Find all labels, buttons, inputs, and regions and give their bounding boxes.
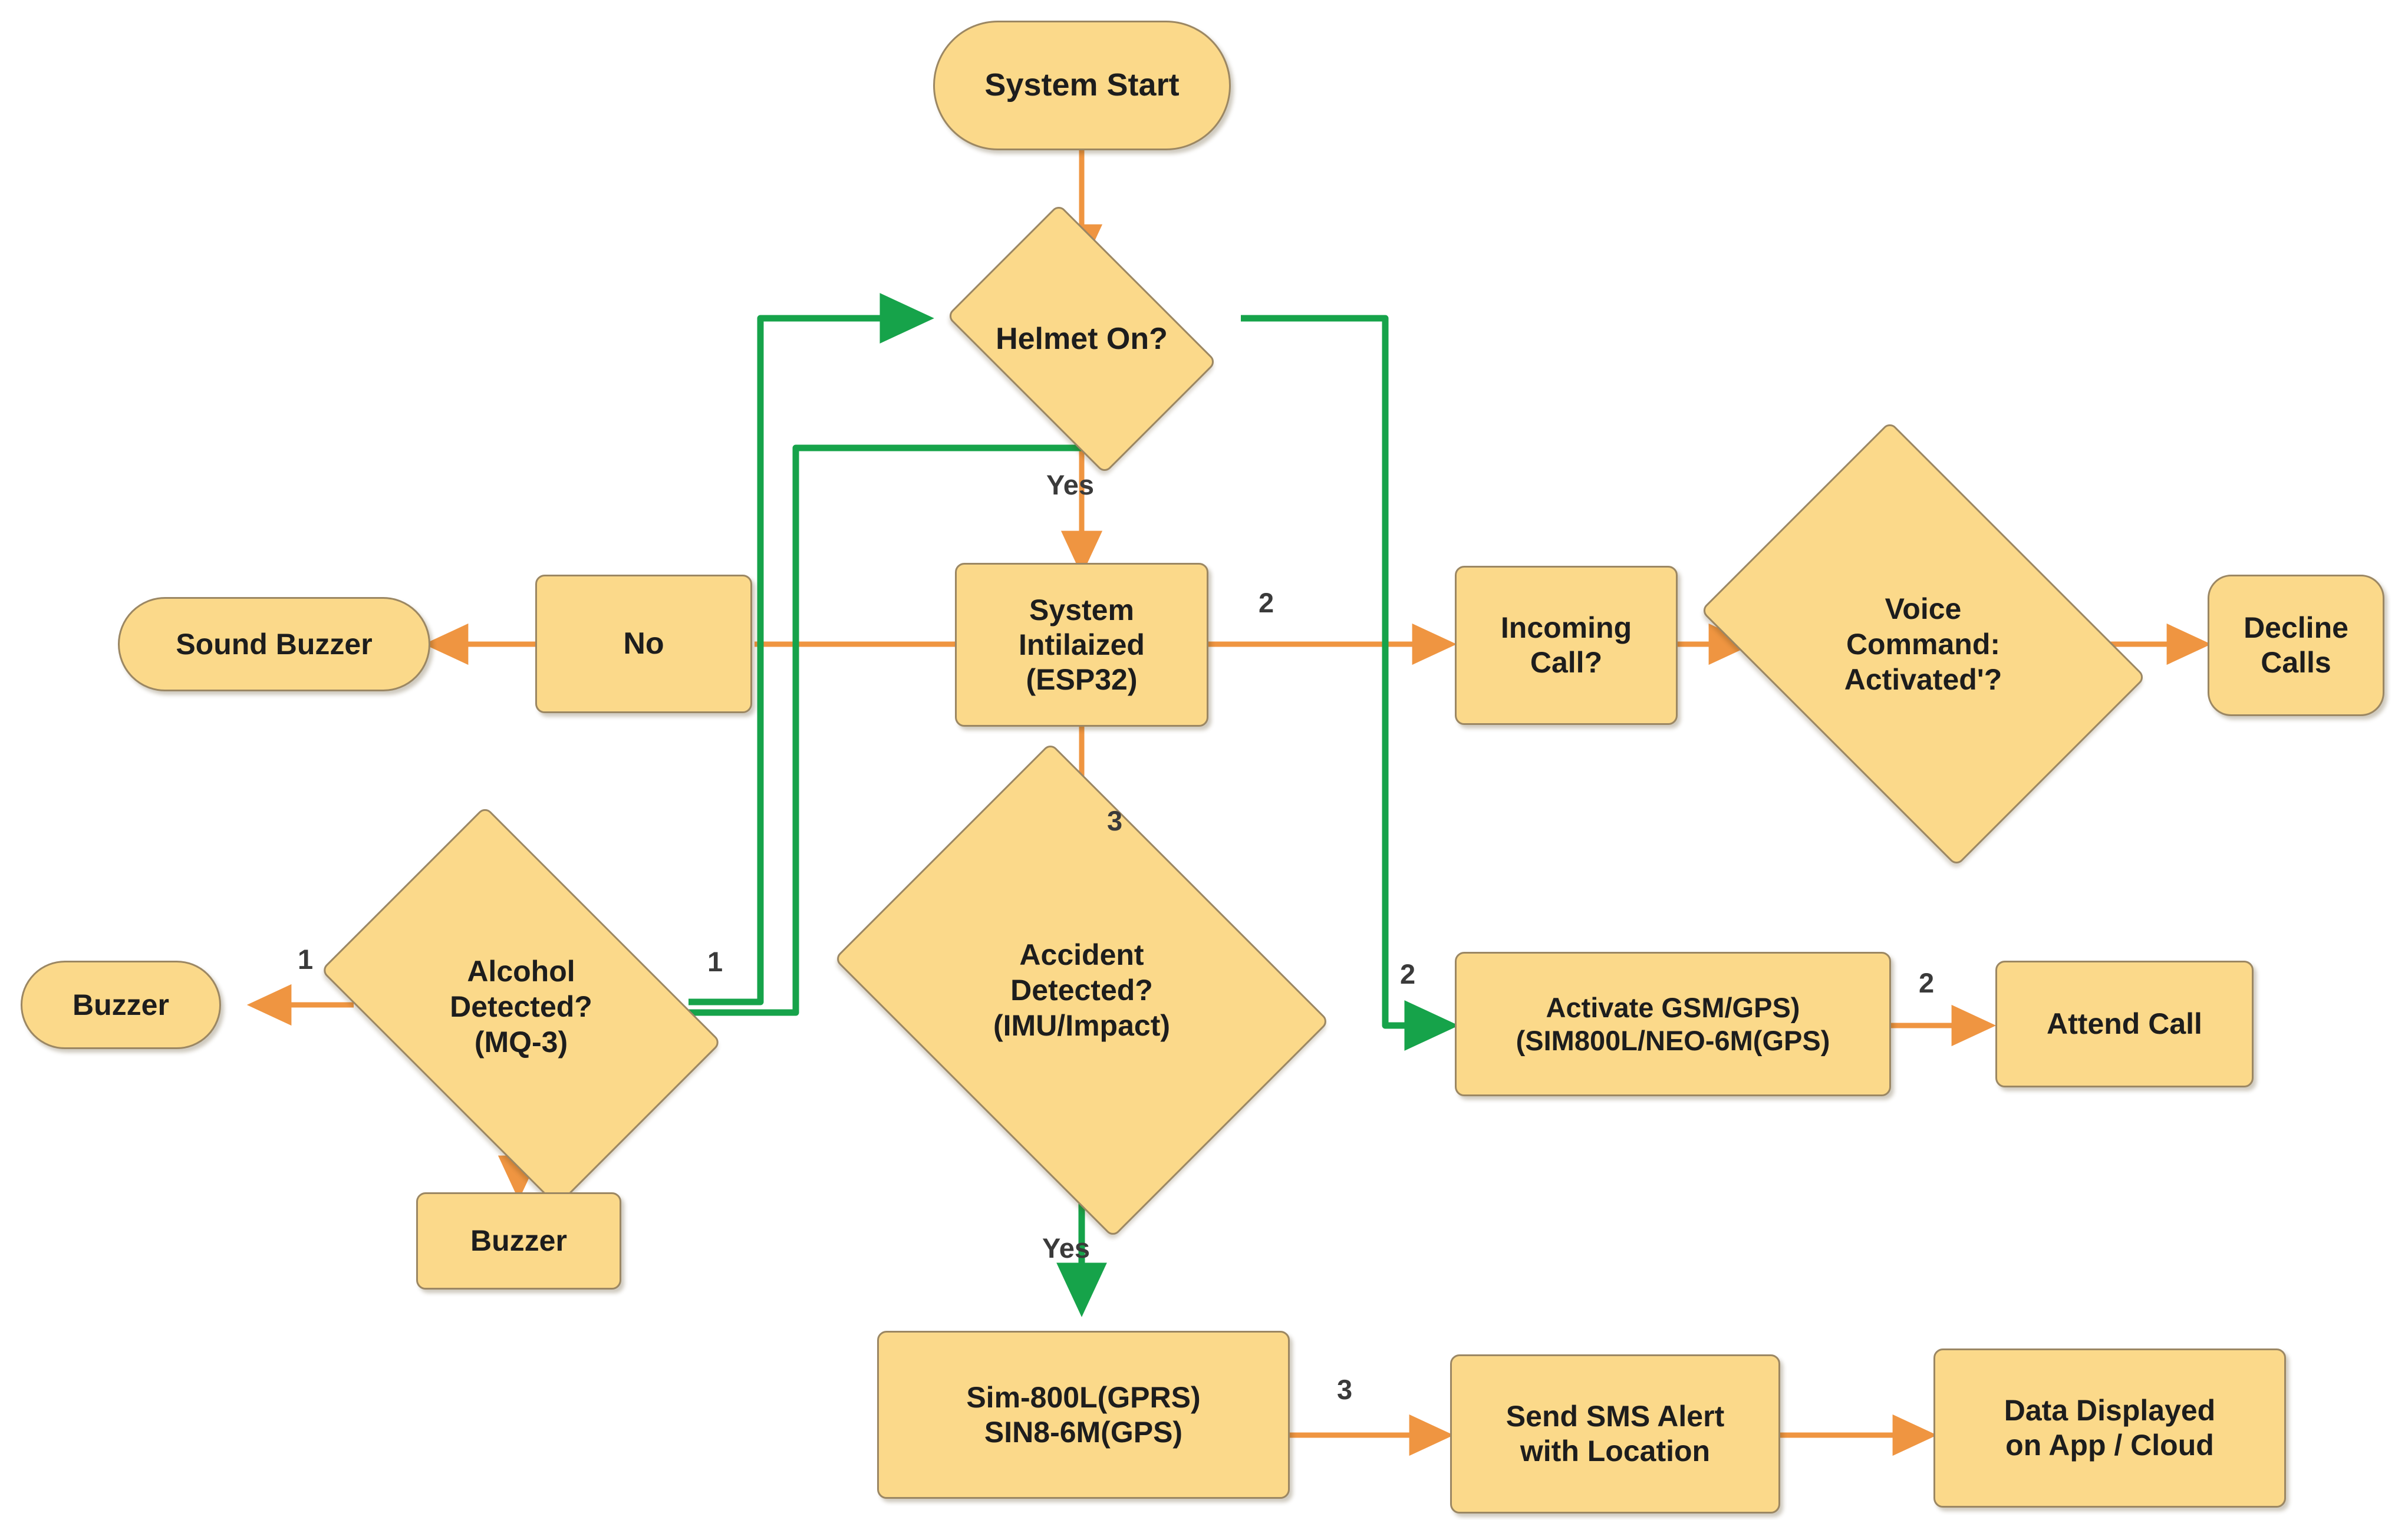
node-sim800l-gprs-label: Sim-800L(GPRS) SIN8-6M(GPS) [966,1380,1201,1449]
edge-label-gsm-to-attend: 2 [1919,967,1935,998]
node-alcohol-detected[interactable]: Alcohol Detected? (MQ-3) [320,806,722,1207]
node-activate-gsm-gps[interactable]: Activate GSM/GPS) (SIM800L/NEO-6M(GPS) [1455,952,1891,1096]
node-voice-command-label: Voice Command: Activated'? [1844,592,2002,696]
edge-helmet-to-gsm [1241,315,1459,1051]
edge-label-accident-yes: Yes [1042,1232,1091,1264]
edge-label-sim-to-sms: 3 [1337,1374,1353,1405]
node-voice-command[interactable]: Voice Command: Activated'? [1700,421,2146,867]
node-no-label: No [623,626,664,661]
node-data-displayed-label: Data Displayed on App / Cloud [2004,1394,2216,1462]
edge-label-helmet-yes: Yes [1046,469,1095,500]
edge-alcohol-loop-to-helmet-a [689,293,934,1005]
edge-label-init-to-incoming: 2 [1259,587,1274,618]
node-activate-gsm-gps-label: Activate GSM/GPS) (SIM800L/NEO-6M(GPS) [1516,992,1830,1056]
edge-label-alcohol-loop: 1 [707,946,723,977]
node-buzzer-left-label: Buzzer [73,988,169,1021]
node-send-sms-alert-label: Send SMS Alert with Location [1506,1400,1725,1468]
node-sound-buzzer[interactable]: Sound Buzzer [118,597,430,691]
node-system-start[interactable]: System Start [933,21,1231,150]
node-buzzer-bottom[interactable]: Buzzer [416,1192,621,1290]
node-data-displayed[interactable]: Data Displayed on App / Cloud [1933,1348,2286,1508]
node-helmet-on-label: Helmet On? [996,321,1168,356]
edge-label-init-to-accident: 3 [1107,805,1123,836]
edge-label-alcohol-to-buzzer: 1 [298,944,314,975]
edge-alcohol-loop-to-helmet-b [689,444,1082,1016]
node-send-sms-alert[interactable]: Send SMS Alert with Location [1450,1354,1780,1514]
node-attend-call-label: Attend Call [2047,1007,2202,1040]
node-attend-call[interactable]: Attend Call [1995,961,2254,1087]
node-helmet-on[interactable]: Helmet On? [946,203,1217,474]
node-sound-buzzer-label: Sound Buzzer [176,627,373,661]
node-system-start-label: System Start [984,67,1180,103]
node-system-initialized[interactable]: System Intilaized (ESP32) [955,563,1208,727]
node-buzzer-left[interactable]: Buzzer [21,961,221,1049]
edge-label-helmet-to-gsm: 2 [1400,958,1416,990]
node-decline-calls-label: Decline Calls [2244,611,2348,679]
node-accident-detected[interactable]: Accident Detected? (IMU/Impact) [834,742,1330,1238]
node-system-initialized-label: System Intilaized (ESP32) [1019,593,1145,696]
node-incoming-call[interactable]: Incoming Call? [1455,566,1678,725]
node-sim800l-gprs[interactable]: Sim-800L(GPRS) SIN8-6M(GPS) [877,1331,1290,1499]
node-no[interactable]: No [535,575,752,713]
node-buzzer-bottom-label: Buzzer [470,1224,567,1257]
node-accident-detected-label: Accident Detected? (IMU/Impact) [993,938,1170,1042]
node-alcohol-detected-label: Alcohol Detected? (MQ-3) [450,954,592,1059]
node-decline-calls[interactable]: Decline Calls [2208,575,2384,716]
node-incoming-call-label: Incoming Call? [1500,611,1632,679]
